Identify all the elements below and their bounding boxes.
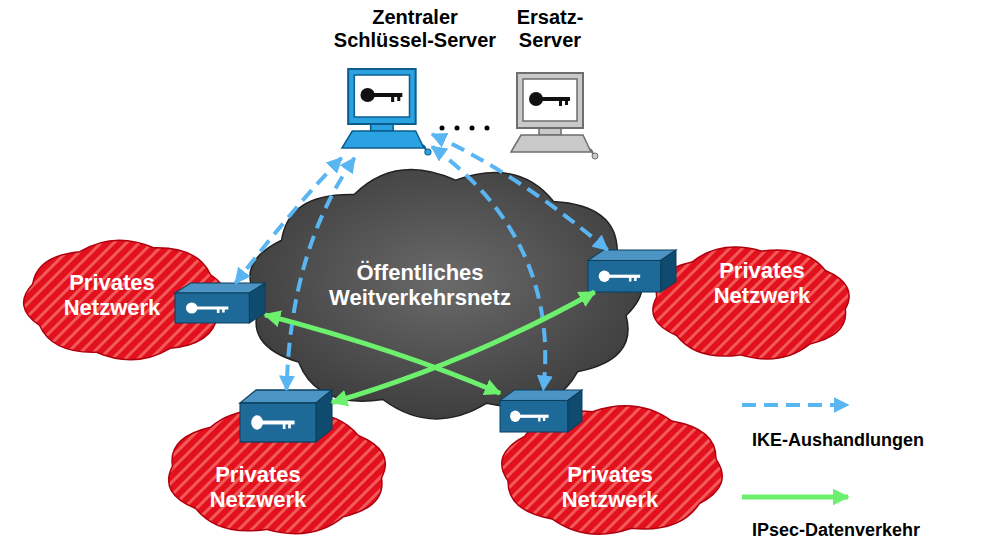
- ike-negotiation-arrow: [432, 134, 608, 250]
- ike-negotiation-arrow: [432, 147, 545, 390]
- ike-negotiation-arrow: [236, 158, 342, 283]
- key-tooth: [217, 309, 220, 313]
- gateway-side: [316, 390, 332, 442]
- backup-server-icon: [509, 72, 599, 162]
- vpn-gateway: [240, 390, 332, 442]
- server-node: Ersatz-Server: [495, 6, 610, 166]
- key-tooth: [283, 424, 286, 429]
- mouse: [592, 153, 598, 159]
- gateway-front: [500, 401, 568, 433]
- private-network-cloud: Privates Netzwerk: [638, 236, 864, 370]
- key-tooth: [397, 96, 400, 101]
- ike-negotiation-arrow: [287, 158, 355, 390]
- key-tooth: [288, 424, 291, 429]
- monitor-screen: [354, 75, 409, 117]
- key-tooth: [565, 100, 568, 105]
- network-label: Privates Netzwerk: [47, 270, 177, 321]
- gateway-side: [661, 250, 676, 292]
- private-network-cloud: Privates Netzwerk: [10, 230, 240, 370]
- server-label: Zentraler Schlüssel-Server: [325, 6, 505, 52]
- gateway-side: [568, 390, 582, 432]
- mouse: [425, 149, 431, 155]
- cloud-shape: [653, 247, 849, 359]
- legend-text: IKE-Aushandlungen: [752, 430, 924, 451]
- gateway-side: [249, 283, 265, 323]
- private-network-cloud: Privates Netzwerk: [152, 398, 402, 546]
- monitor-screen: [523, 79, 577, 121]
- private-network-cloud: Privates Netzwerk: [486, 394, 738, 546]
- key-tooth: [222, 309, 225, 313]
- key-tooth: [543, 417, 545, 421]
- ipsec-traffic-arrow: [332, 292, 595, 403]
- key-tooth: [629, 277, 632, 281]
- network-label: Privates Netzwerk: [193, 462, 323, 513]
- key-tooth: [538, 417, 540, 421]
- keyboard-base: [342, 131, 424, 148]
- key-tooth: [391, 96, 394, 102]
- gateway-front: [240, 403, 316, 442]
- network-label: Privates Netzwerk: [545, 462, 675, 513]
- legend-text: IPsec-Datenverkehr: [752, 520, 920, 541]
- server-node: Zentraler Schlüssel-Server: [325, 6, 505, 158]
- gateway-front: [175, 293, 249, 323]
- network-label: Öffentliches Weitverkehrsnetz: [280, 260, 560, 311]
- vpn-gateway: [500, 390, 582, 432]
- vpn-gateway: [588, 250, 676, 292]
- key-server-icon: [340, 68, 432, 158]
- server-label: Ersatz-Server: [495, 6, 605, 52]
- vpn-gateway: [175, 283, 265, 323]
- gateway-front: [588, 261, 661, 293]
- key-tooth: [559, 100, 562, 106]
- legend-green-arrow: [742, 495, 848, 500]
- key-tooth: [634, 277, 637, 281]
- monitor-frame: [517, 73, 583, 128]
- ellipsis-dots: [440, 126, 490, 131]
- legend-dashed-arrow: [742, 403, 848, 407]
- cloud-shape: [250, 169, 642, 418]
- keyboard-base: [511, 135, 591, 152]
- network-label: Privates Netzwerk: [697, 258, 827, 309]
- monitor-frame: [348, 69, 415, 124]
